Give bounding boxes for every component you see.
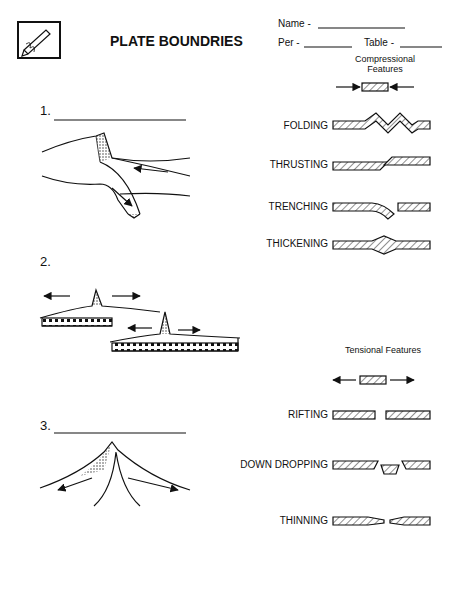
- callout-number: 2.: [40, 255, 51, 270]
- compression-key: [336, 83, 414, 91]
- pencil-icon: [18, 22, 60, 58]
- feature-name: TRENCHING: [269, 201, 328, 213]
- answer-line: [54, 432, 186, 433]
- convergent-boundary-figure: [42, 133, 190, 218]
- answer-line: [400, 46, 442, 47]
- form-field: Name -: [278, 18, 311, 30]
- feature-name: THRUSTING: [270, 159, 328, 171]
- rifting-bar: [333, 411, 430, 419]
- key-heading: Compressional Features: [345, 54, 425, 75]
- answer-line: [304, 46, 352, 47]
- feature-name: THINNING: [280, 515, 328, 527]
- trenching-bar: [333, 203, 430, 219]
- thinning-bar: [333, 517, 430, 525]
- answer-line: [54, 119, 186, 120]
- callout-number: 1.: [40, 104, 51, 119]
- key-heading: Tensional Features: [343, 345, 423, 355]
- callout-number: 3.: [40, 419, 51, 434]
- form-field: Per -: [278, 37, 300, 49]
- feature-name: THICKENING: [266, 238, 328, 250]
- thickening-bar: [333, 236, 430, 254]
- feature-name: RIFTING: [288, 409, 328, 421]
- answer-line: [318, 27, 405, 28]
- divergent-boundary-figure: [40, 442, 190, 506]
- folding-bar: [333, 113, 430, 133]
- thrusting-bar: [333, 157, 430, 170]
- tension-key: [333, 376, 414, 384]
- worksheet-title: PLATE BOUNDRIES: [110, 33, 243, 49]
- transform-boundary-figure: [40, 290, 240, 351]
- form-field: Table -: [364, 37, 394, 49]
- down-dropping-bar: [333, 461, 430, 474]
- feature-name: FOLDING: [284, 120, 328, 132]
- feature-name: DOWN DROPPING: [240, 459, 328, 471]
